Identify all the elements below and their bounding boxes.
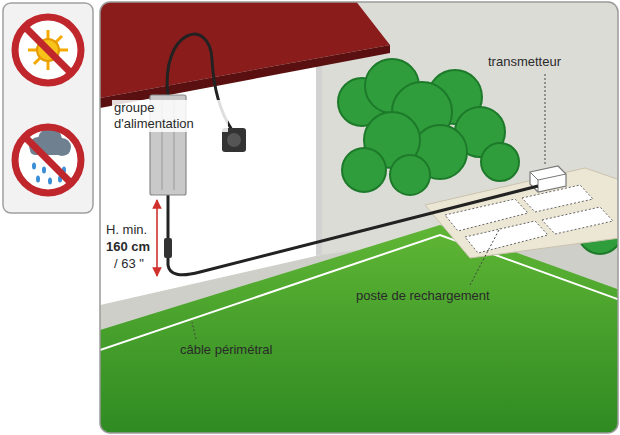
part-label: poste de rechargement (356, 288, 490, 304)
part-label: transmetteur (488, 54, 561, 70)
part-label: câble périmétral (180, 342, 273, 358)
warning-icons (3, 3, 93, 213)
garden-scene (100, 2, 618, 433)
dimension-value: / 63 " (114, 256, 144, 272)
dimension-label: H. min. (106, 222, 147, 238)
part-label: groupe d'alimentation (112, 100, 228, 132)
dimension-value: 160 cm (106, 239, 150, 255)
